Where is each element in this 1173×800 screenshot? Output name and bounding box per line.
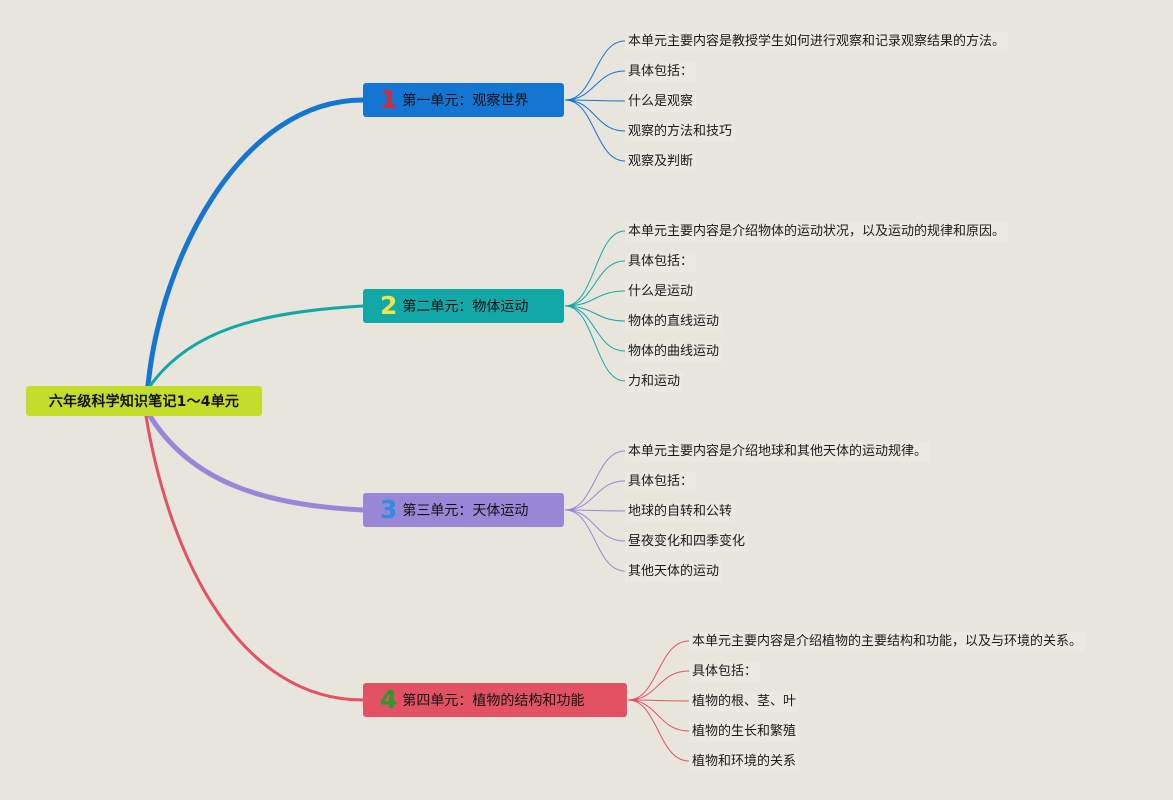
unit3-item[interactable]: 其他天体的运动 xyxy=(625,562,723,582)
unit4-item[interactable]: 植物的根、茎、叶 xyxy=(689,692,800,712)
leaf-connector xyxy=(564,290,626,307)
leaf-connector xyxy=(564,40,626,101)
unit2-number: 2 xyxy=(380,290,398,320)
unit3-item[interactable]: 本单元主要内容是介绍地球和其他天体的运动规律。 xyxy=(625,442,931,462)
unit1-item[interactable]: 观察及判断 xyxy=(625,152,697,172)
unit4-item[interactable]: 植物的生长和繁殖 xyxy=(689,722,800,742)
leaf-connector xyxy=(564,70,626,101)
unit1-item[interactable]: 本单元主要内容是教授学生如何进行观察和记录观察结果的方法。 xyxy=(625,32,1009,52)
leaf-connector xyxy=(627,699,690,702)
unit2-label: 第二单元：物体运动 xyxy=(402,299,529,315)
unit1-topic[interactable]: 1 第一单元：观察世界 xyxy=(363,83,564,117)
unit4-topic[interactable]: 4 第四单元：植物的结构和功能 xyxy=(363,683,627,717)
connector-root-unit1 xyxy=(145,97,366,389)
leaf-connector xyxy=(564,450,626,511)
leaf-connector xyxy=(564,230,626,307)
unit3-label: 第三单元：天体运动 xyxy=(402,503,529,519)
leaf-connector xyxy=(564,509,626,512)
leaf-connector xyxy=(627,640,690,701)
unit1-item[interactable]: 什么是观察 xyxy=(625,92,697,112)
unit4-item[interactable]: 具体包括： xyxy=(689,662,761,682)
unit3-topic[interactable]: 3 第三单元：天体运动 xyxy=(363,493,564,527)
connector-root-unit4 xyxy=(144,414,365,702)
unit2-item[interactable]: 本单元主要内容是介绍物体的运动状况，以及运动的规律和原因。 xyxy=(625,222,1009,242)
leaf-connector xyxy=(564,99,626,162)
leaf-connector xyxy=(564,99,626,102)
unit3-item[interactable]: 地球的自转和公转 xyxy=(625,502,736,522)
leaf-connector xyxy=(564,305,626,322)
connector-root-unit3 xyxy=(147,413,366,513)
unit1-label: 第一单元：观察世界 xyxy=(402,93,529,109)
unit2-item[interactable]: 物体的直线运动 xyxy=(625,312,723,332)
leaf-connector xyxy=(564,480,626,511)
unit4-number: 4 xyxy=(380,684,398,714)
leaf-connector xyxy=(627,699,690,762)
unit2-item[interactable]: 什么是运动 xyxy=(625,282,697,302)
unit4-item[interactable]: 植物和环境的关系 xyxy=(689,752,800,772)
root-topic[interactable]: 六年级科学知识笔记1～4单元 xyxy=(26,386,262,416)
connector-root-unit2 xyxy=(148,304,365,388)
unit1-number: 1 xyxy=(380,84,398,114)
unit3-item[interactable]: 昼夜变化和四季变化 xyxy=(625,532,749,552)
unit3-number: 3 xyxy=(380,494,398,524)
leaf-connector-group xyxy=(564,40,690,762)
unit2-item[interactable]: 具体包括： xyxy=(625,252,697,272)
leaf-connector xyxy=(564,305,626,352)
unit1-item[interactable]: 观察的方法和技巧 xyxy=(625,122,736,142)
unit2-item[interactable]: 物体的曲线运动 xyxy=(625,342,723,362)
unit3-item[interactable]: 具体包括： xyxy=(625,472,697,492)
unit4-item[interactable]: 本单元主要内容是介绍植物的主要结构和功能，以及与环境的关系。 xyxy=(689,632,1086,652)
leaf-connector xyxy=(564,305,626,382)
unit1-item[interactable]: 具体包括： xyxy=(625,62,697,82)
leaf-connector xyxy=(564,509,626,572)
leaf-connector xyxy=(564,260,626,307)
leaf-connector xyxy=(564,99,626,132)
leaf-connector xyxy=(564,509,626,542)
leaf-connector xyxy=(627,699,690,732)
leaf-connector xyxy=(627,670,690,701)
unit4-label: 第四单元：植物的结构和功能 xyxy=(402,693,585,709)
unit2-item[interactable]: 力和运动 xyxy=(625,372,684,392)
unit2-topic[interactable]: 2 第二单元：物体运动 xyxy=(363,289,564,323)
